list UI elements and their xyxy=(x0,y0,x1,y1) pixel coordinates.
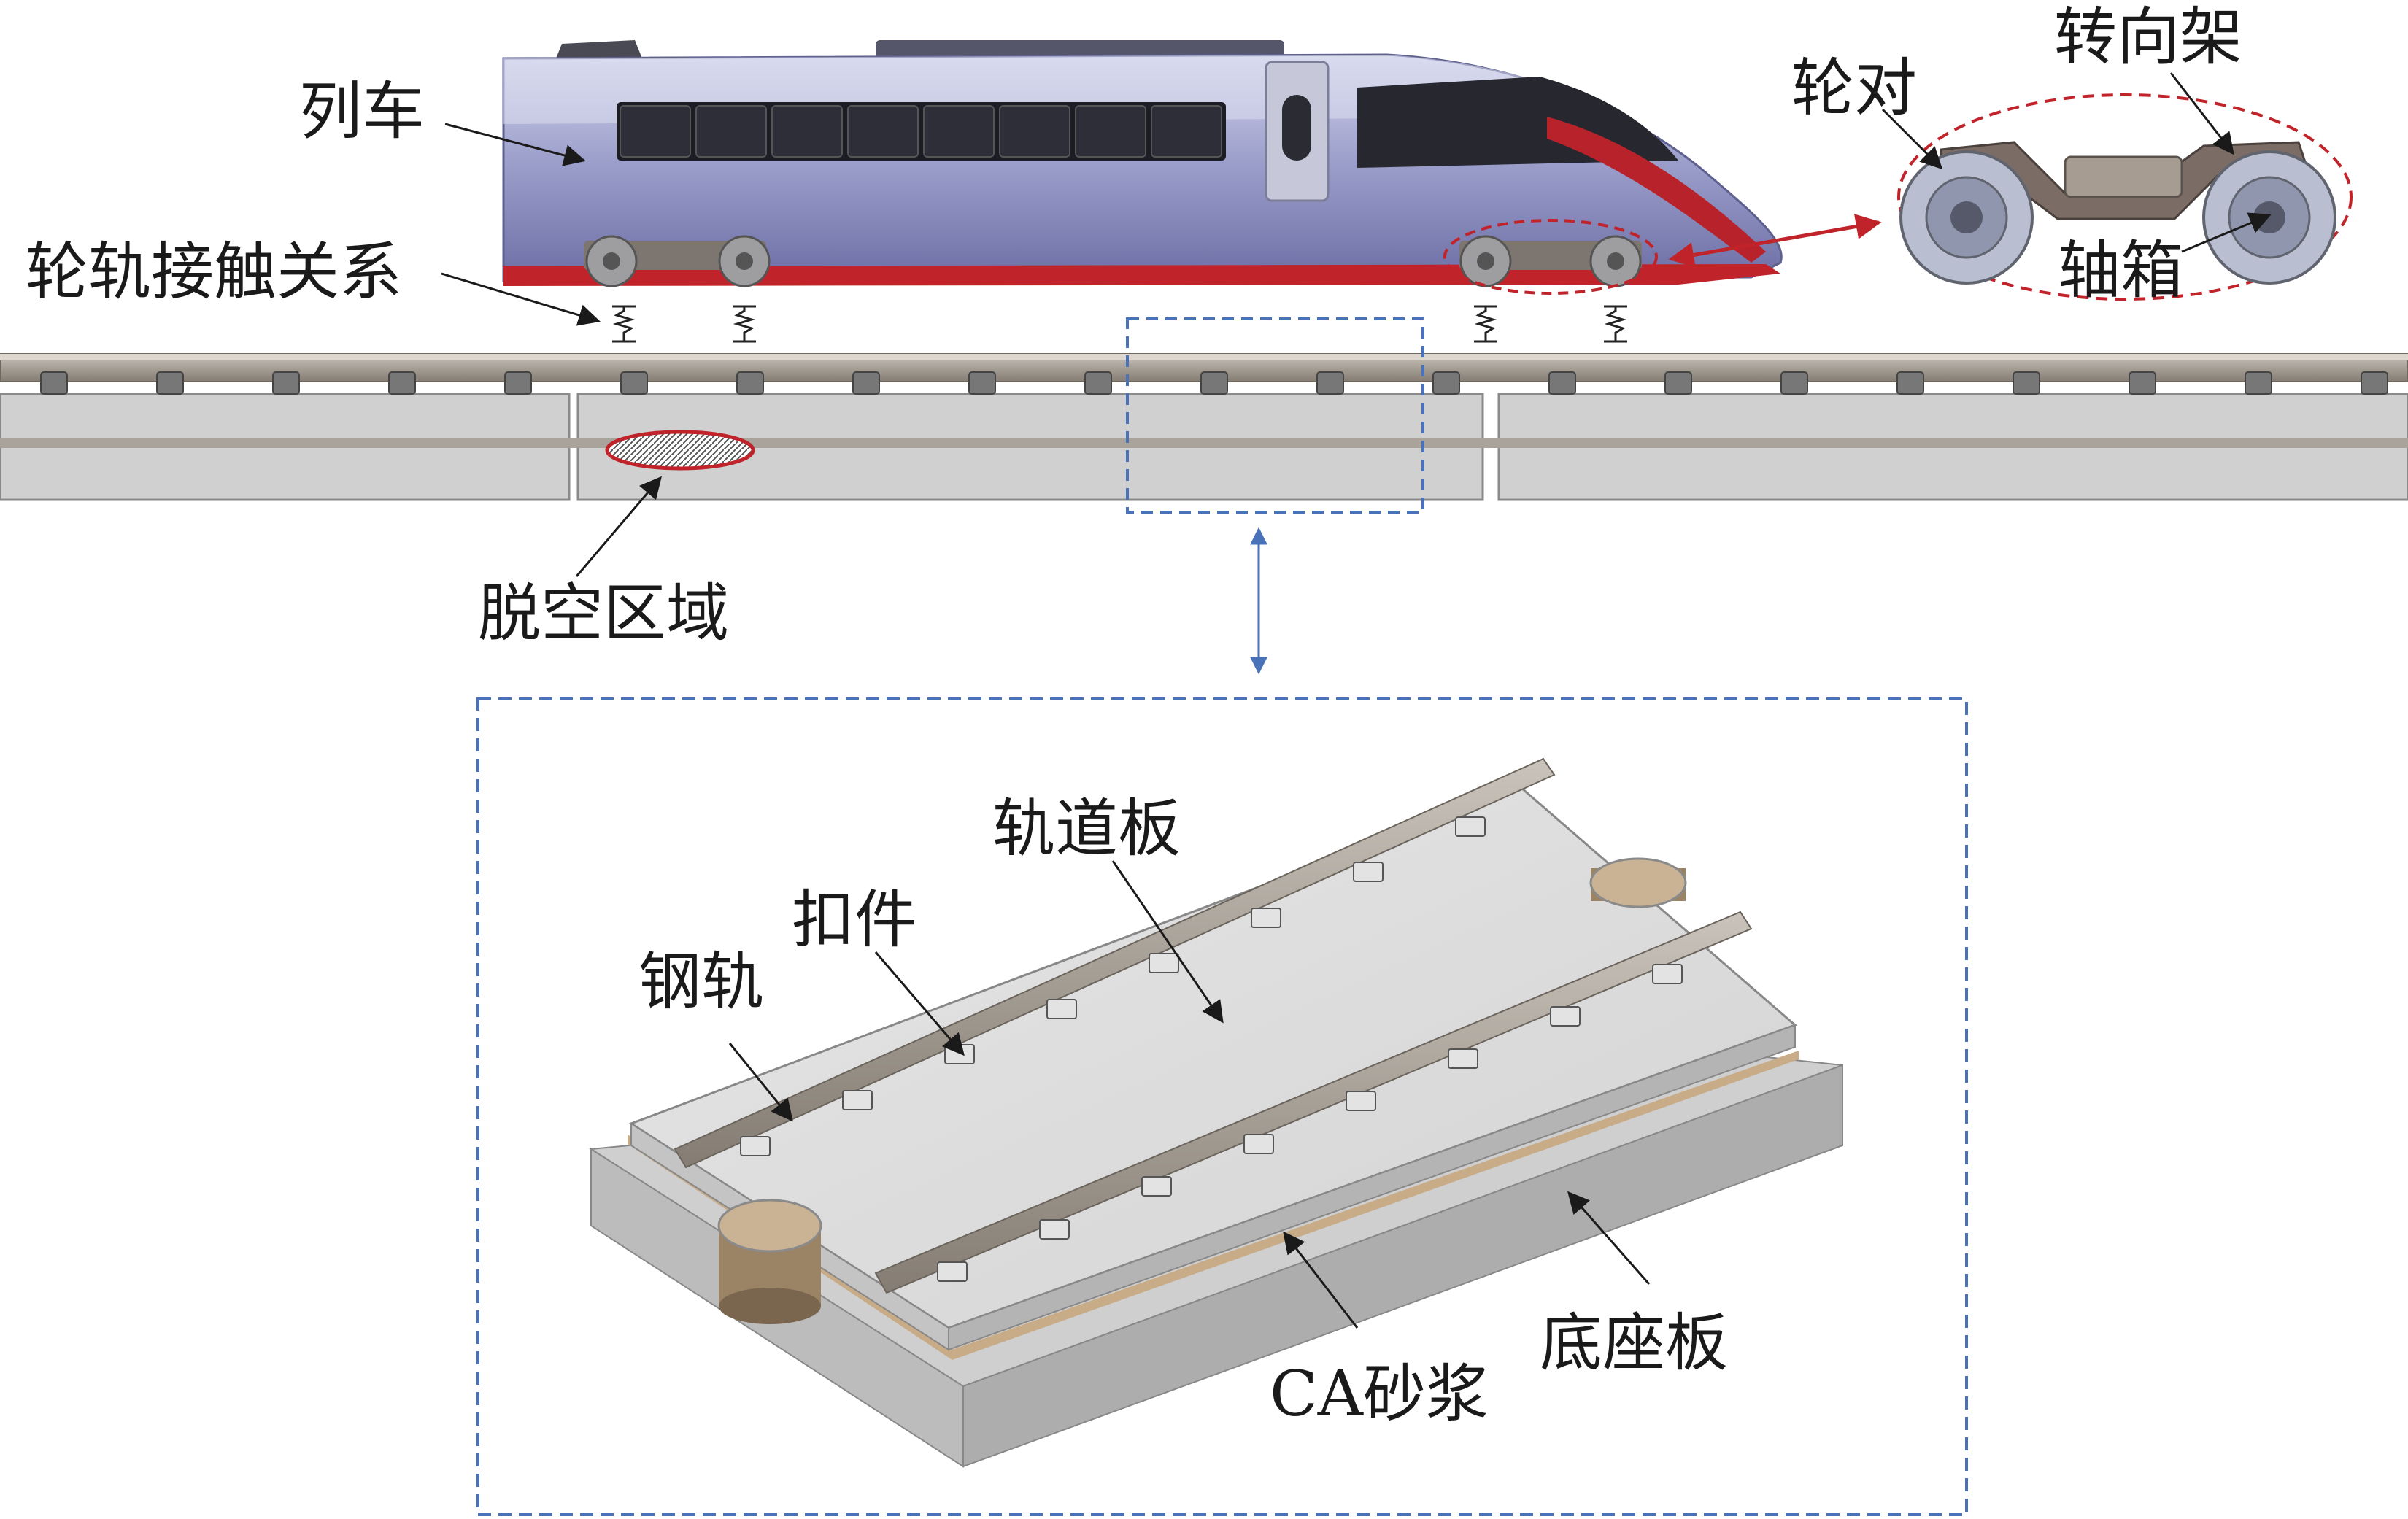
train-illustration xyxy=(502,40,1783,295)
leader-bogie xyxy=(2169,72,2234,155)
leader-track-slab xyxy=(1111,860,1224,1024)
label-void-area: 脱空区域 xyxy=(478,577,729,650)
label-train: 列车 xyxy=(299,75,425,148)
leader-lines xyxy=(441,72,2272,1329)
leader-wheel-rail-contact xyxy=(441,272,601,326)
leader-fastener xyxy=(874,951,965,1056)
labels: 列车 轮轨接触关系 脱空区域 轮对 转向架 轴箱 轨道板 扣件 钢轨 底座板 C… xyxy=(26,1,2242,1431)
bogie-rear-under-train xyxy=(1459,235,1642,287)
void-area-ellipse xyxy=(605,430,755,471)
slab-track-3d xyxy=(589,757,1843,1468)
leader-base-plate xyxy=(1567,1191,1651,1285)
track-selection-box xyxy=(1126,317,1424,514)
leader-void-area xyxy=(575,476,662,577)
bogie-front-under-train xyxy=(584,235,771,287)
leader-wheelset xyxy=(1881,108,1943,170)
label-ca-mortar: CA砂浆 xyxy=(1270,1358,1489,1431)
track-strip xyxy=(0,353,2408,501)
leader-axle-box xyxy=(2181,212,2272,253)
label-fastener: 扣件 xyxy=(792,884,917,956)
bollard-back xyxy=(1589,857,1687,908)
leader-train xyxy=(444,123,586,166)
label-axle-box: 轴箱 xyxy=(2058,234,2183,307)
leader-ca-mortar xyxy=(1283,1231,1359,1329)
label-wheel-rail-contact: 轮轨接触关系 xyxy=(26,236,402,309)
label-wheelset: 轮对 xyxy=(1791,52,1917,125)
label-rail: 钢轨 xyxy=(638,946,764,1019)
label-bogie: 转向架 xyxy=(2054,1,2242,74)
wheel-rail-contact-springs xyxy=(612,305,1627,343)
detail-box xyxy=(476,697,1968,1516)
label-track-slab: 轨道板 xyxy=(992,792,1181,865)
bogie-zoom-arrow xyxy=(1668,214,1882,268)
leader-rail xyxy=(728,1043,793,1122)
label-base-plate: 底座板 xyxy=(1540,1307,1728,1380)
bogie-highlight-ellipse xyxy=(1443,219,1658,295)
bollard-front xyxy=(717,1199,822,1324)
